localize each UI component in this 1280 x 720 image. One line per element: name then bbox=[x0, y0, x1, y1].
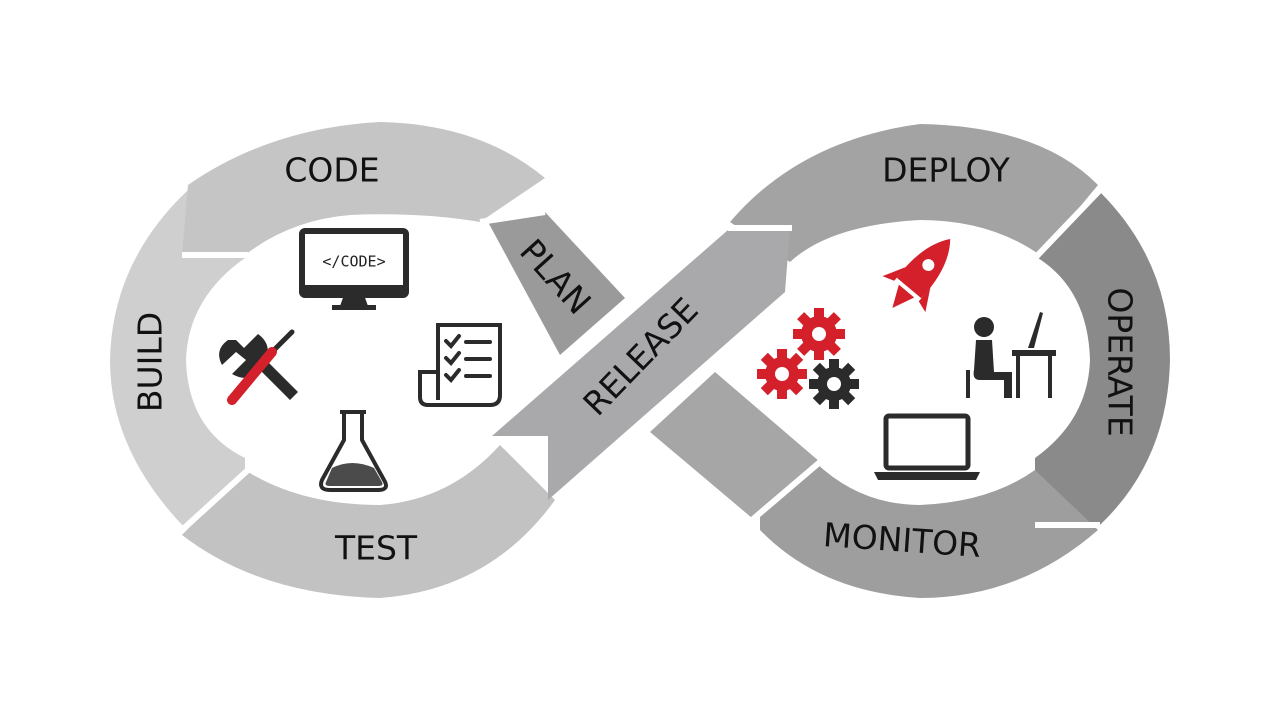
right-loop bbox=[650, 124, 1170, 598]
monitor-segment bbox=[760, 462, 1098, 598]
stage-label-test: TEST bbox=[334, 529, 418, 568]
left-loop bbox=[110, 122, 555, 598]
deploy-segment bbox=[730, 124, 1098, 262]
monitor-arrowhead bbox=[650, 372, 820, 518]
stage-label-deploy: DEPLOY bbox=[882, 151, 1011, 190]
test-segment bbox=[182, 445, 555, 598]
wrench-screwdriver-icon bbox=[219, 329, 298, 405]
stage-label-build: BUILD bbox=[131, 312, 170, 412]
code-monitor-icon: </CODE> bbox=[299, 228, 409, 310]
build-segment bbox=[110, 190, 245, 528]
operate-segment bbox=[1035, 192, 1170, 525]
code-segment bbox=[182, 122, 545, 255]
flask-icon bbox=[319, 410, 388, 492]
rocket-icon bbox=[882, 238, 951, 313]
gears-icon bbox=[757, 308, 859, 409]
release-band bbox=[492, 228, 790, 500]
plan-band bbox=[488, 212, 625, 355]
code-monitor-text: </CODE> bbox=[322, 253, 385, 271]
stage-label-code: CODE bbox=[284, 151, 379, 190]
segment-separators bbox=[179, 187, 1103, 533]
checklist-icon bbox=[418, 323, 502, 407]
laptop-icon bbox=[874, 413, 980, 480]
stage-label-operate: OPERATE bbox=[1101, 287, 1140, 436]
person-at-desk-icon bbox=[966, 312, 1056, 398]
